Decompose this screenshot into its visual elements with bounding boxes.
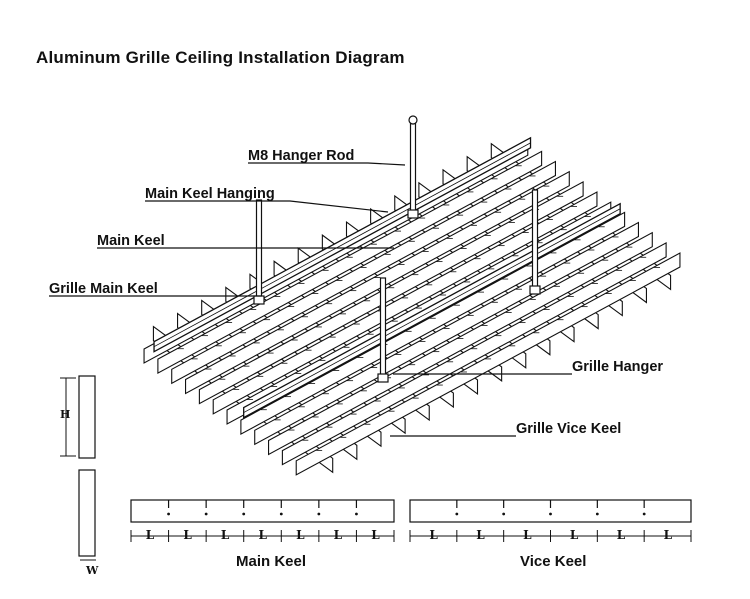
vice-keel-strip-caption: Vice Keel xyxy=(520,553,587,570)
hanger-hardware xyxy=(153,115,621,419)
callout-leader-line xyxy=(248,162,406,166)
grille-main-slat xyxy=(198,180,584,405)
width-dimension-mark: W xyxy=(86,564,99,577)
strip-slot xyxy=(549,512,552,516)
label-grille-hanger: Grille Hanger xyxy=(572,359,664,375)
grille-main-slat xyxy=(254,221,639,446)
label-main-keel: Main Keel xyxy=(97,233,165,249)
strip-segment-length-label: L xyxy=(476,528,485,542)
callout-leaders xyxy=(49,162,572,437)
grille-main-slat xyxy=(185,170,570,395)
hanger-clip xyxy=(253,295,265,305)
profile-lower xyxy=(78,469,96,557)
grille-main-slat xyxy=(281,241,667,466)
strip-segment-length-label: L xyxy=(333,528,343,542)
strip-slot xyxy=(502,512,506,516)
profile-section xyxy=(60,375,96,561)
main-keel-strip-caption: Main Keel xyxy=(236,553,307,570)
strip-segment-length-label: L xyxy=(569,528,579,542)
strip-slot xyxy=(167,512,170,516)
strip-segment-length-label: L xyxy=(429,528,438,542)
strip-slot xyxy=(595,512,599,516)
hanger-rod xyxy=(255,199,263,301)
strip-segment-length-label: L xyxy=(220,528,230,542)
strip-segment-length-label: L xyxy=(371,528,380,542)
main-keel-strip xyxy=(130,499,395,523)
hanger-clip xyxy=(407,209,419,219)
grille-main-slat xyxy=(240,211,626,436)
main-keel-edge xyxy=(243,208,621,413)
m8-hanger-rod xyxy=(409,117,417,215)
profile-upper xyxy=(78,375,96,459)
label-main-keel-hanging: Main Keel Hanging xyxy=(145,186,275,202)
strip-segment-length-label: L xyxy=(296,528,305,542)
strip-segment-length-label: L xyxy=(523,528,532,542)
label-m8-hanger-rod: M8 Hanger Rod xyxy=(248,148,355,164)
hanger-rod xyxy=(531,189,539,291)
grille-grid xyxy=(143,140,681,476)
label-grille-vice-keel: Grille Vice Keel xyxy=(516,421,622,437)
hanger-clip xyxy=(377,373,389,383)
strip-segment-length-label: L xyxy=(145,528,155,542)
main-keel-edge xyxy=(153,142,531,348)
strip-segment-length-label: L xyxy=(616,528,626,542)
strip-segment-length-label: L xyxy=(663,528,673,542)
grille-hanger xyxy=(379,277,387,379)
strip-slot xyxy=(642,512,646,516)
strip-slot xyxy=(204,512,208,516)
callout-leader-line xyxy=(145,200,389,213)
strip-slot xyxy=(242,512,246,516)
strip-slot xyxy=(279,512,283,516)
hanger-clip xyxy=(529,285,541,295)
grille-main-slat xyxy=(157,150,543,375)
grille-main-slat xyxy=(212,191,598,415)
strip-slot xyxy=(317,512,321,516)
rod-top-nut xyxy=(408,115,418,125)
strip-segment-length-label: L xyxy=(258,528,267,542)
strip-slot xyxy=(355,512,358,516)
grille-main-slat xyxy=(295,252,681,476)
label-grille-main-keel: Grille Main Keel xyxy=(49,281,158,297)
height-dimension-mark: H xyxy=(60,408,71,421)
keel-strips xyxy=(130,499,692,542)
strip-slot xyxy=(455,512,459,516)
diagram-title: Aluminum Grille Ceiling Installation Dia… xyxy=(36,48,405,67)
grille-main-slat xyxy=(268,231,653,456)
grille-main-slat xyxy=(171,160,556,385)
strip-segment-length-label: L xyxy=(183,528,192,542)
